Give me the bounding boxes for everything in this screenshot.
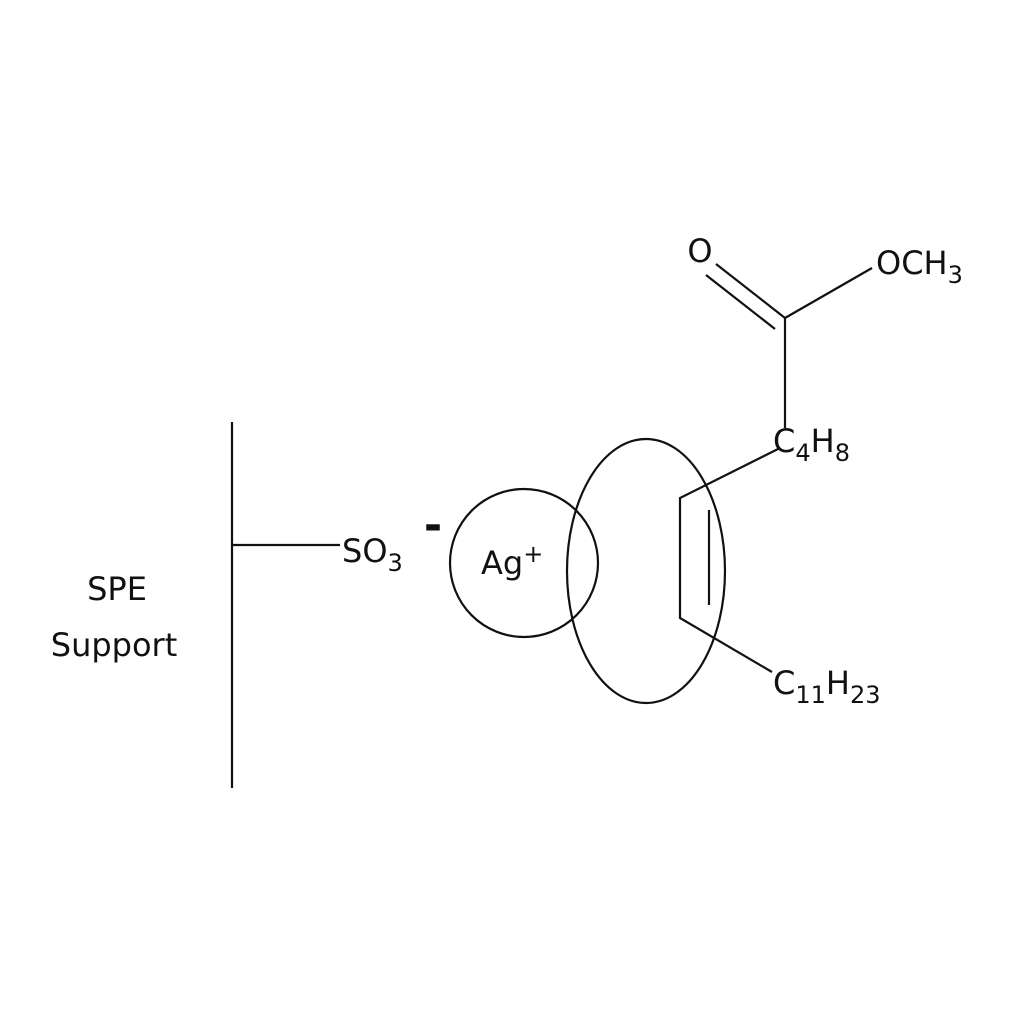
c4h8-label: C4H8 bbox=[773, 422, 850, 467]
silver-ion-label: Ag+ bbox=[481, 540, 543, 582]
methoxy-bond bbox=[784, 267, 873, 319]
silver-ion-circle bbox=[448, 487, 600, 639]
carbonyl-bond-1 bbox=[715, 263, 786, 319]
double-bond-ellipse bbox=[565, 437, 727, 705]
support-label-line1: SPE bbox=[87, 570, 147, 608]
c11h23-label: C11H23 bbox=[773, 664, 881, 709]
support-label-line2: Support bbox=[51, 626, 178, 664]
alkene-backbone bbox=[678, 447, 781, 673]
negative-charge: - bbox=[424, 500, 442, 551]
carbonyl-oxygen-label: O bbox=[687, 232, 712, 270]
sulfonate-label: SO3 bbox=[342, 532, 403, 577]
carbonyl-bond-2 bbox=[705, 274, 776, 330]
methoxy-label: OCH3 bbox=[876, 244, 963, 289]
